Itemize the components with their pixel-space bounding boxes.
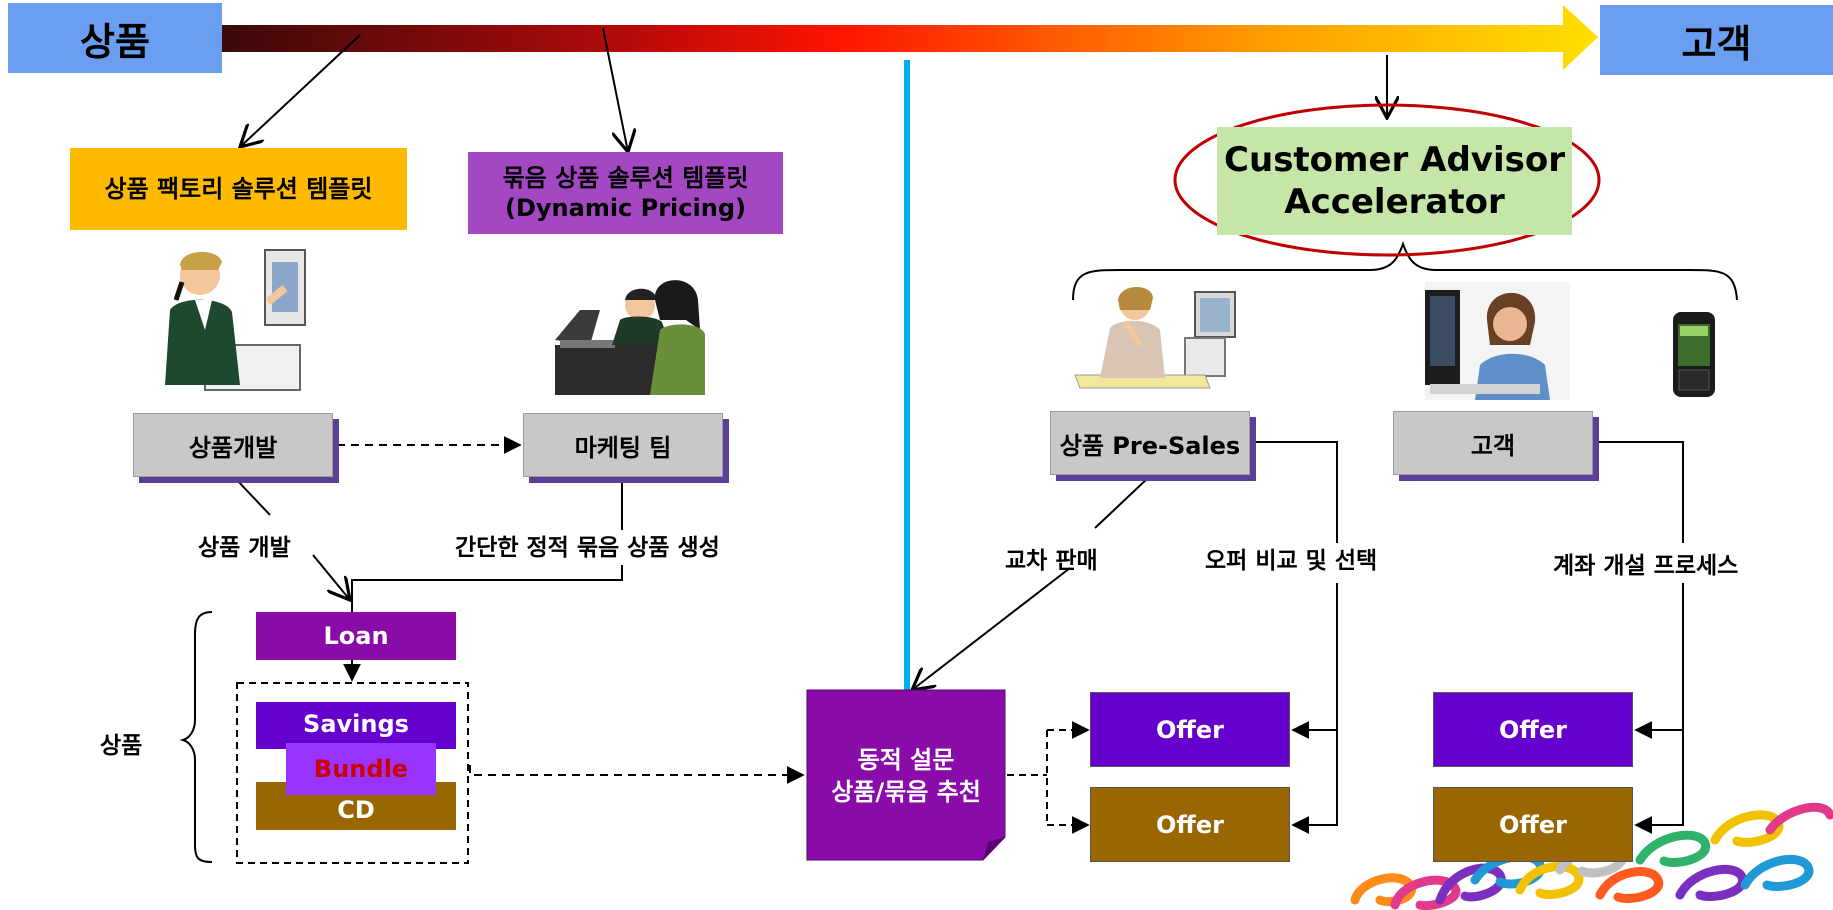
woman-computer-illustration	[1074, 286, 1236, 389]
survey-line1: 동적 설문	[857, 745, 955, 774]
loan-product: Loan	[256, 612, 456, 660]
bundle-group-outline	[236, 682, 469, 864]
caa-box: Customer Advisor Accelerator	[1217, 127, 1572, 235]
customer-header-label: 고객	[1600, 5, 1833, 75]
flow-arrow	[222, 5, 1598, 70]
bundle-template-box: 묶음 상품 솔루션 템플릿 (Dynamic Pricing)	[468, 152, 783, 234]
caa-line1: Customer Advisor	[1224, 139, 1565, 180]
bundle-template-line1: 묶음 상품 솔루션 템플릿	[502, 164, 749, 192]
bundle-template-line2: (Dynamic Pricing)	[505, 194, 746, 222]
factory-template-label: 상품 팩토리 솔루션 템플릿	[104, 175, 373, 203]
products-group-label: 상품	[100, 733, 143, 759]
offer-customer-1: Offer	[1433, 692, 1633, 767]
businessman-phone-illustration	[165, 249, 306, 391]
smiling-woman-computer-photo	[1425, 282, 1570, 400]
customer-role: 고객	[1393, 411, 1593, 475]
savings-product: Savings	[256, 702, 456, 749]
survey-box: 동적 설문 상품/묶음 추천	[807, 730, 1005, 822]
bundle-creation-label: 간단한 정적 묶음 상품 생성	[455, 535, 720, 561]
caa-oval	[1173, 103, 1601, 257]
team-laptop-illustration	[555, 280, 705, 395]
smartphone-photo	[1673, 312, 1715, 397]
offer-presales-2: Offer	[1090, 787, 1290, 862]
account-open-label: 계좌 개설 프로세스	[1553, 553, 1739, 579]
product-dev-role: 상품개발	[133, 413, 333, 477]
presales-role: 상품 Pre-Sales	[1050, 411, 1250, 475]
caa-brace	[1072, 241, 1738, 301]
bundle-product: Bundle	[286, 743, 436, 795]
offer-customer-2: Offer	[1433, 787, 1633, 862]
product-dev-action-label: 상품 개발	[198, 535, 291, 561]
caa-line2: Accelerator	[1284, 182, 1505, 222]
arrow-to-factory-template	[240, 34, 361, 147]
survey-line2: 상품/묶음 추천	[831, 778, 981, 806]
product-header-label: 상품	[8, 3, 222, 73]
cross-sell-label: 교차 판매	[1005, 548, 1098, 574]
offer-compare-label: 오퍼 비교 및 선택	[1205, 548, 1378, 574]
marketing-role: 마케팅 팀	[523, 413, 723, 477]
offer-presales-1: Offer	[1090, 692, 1290, 767]
arrow-to-bundle-template	[602, 27, 628, 152]
factory-template-box: 상품 팩토리 솔루션 템플릿	[70, 148, 407, 230]
products-brace	[179, 611, 213, 863]
